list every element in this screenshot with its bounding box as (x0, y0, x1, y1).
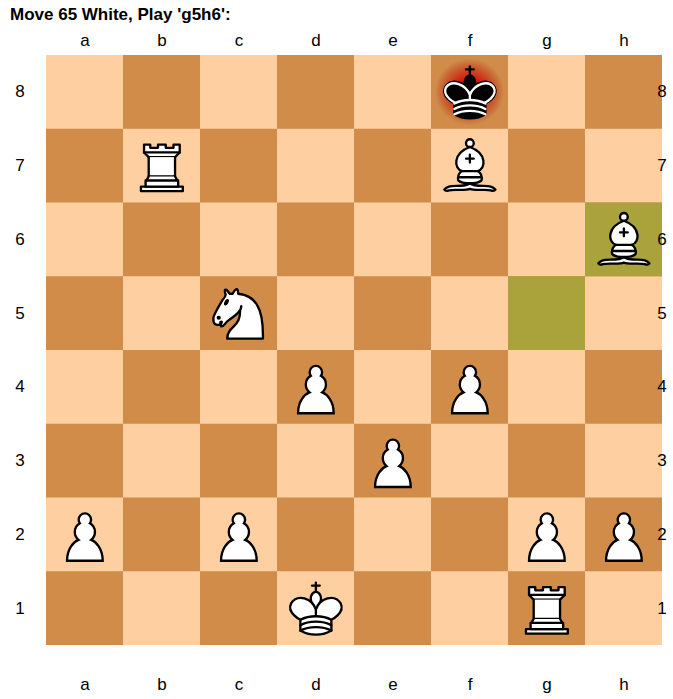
rank-label: 3 (652, 452, 672, 469)
file-label: g (537, 32, 557, 49)
rank-label: 3 (10, 452, 30, 469)
rank-label: 8 (10, 83, 30, 100)
rank-label: 6 (10, 231, 30, 248)
rank-label: 7 (10, 157, 30, 174)
file-label: a (75, 676, 95, 693)
rank-label: 5 (10, 305, 30, 322)
file-label: f (460, 32, 480, 49)
diagram-title: Move 65 White, Play 'g5h6': (10, 6, 231, 23)
rank-label: 8 (652, 83, 672, 100)
rank-label: 1 (652, 600, 672, 617)
rank-label: 4 (652, 378, 672, 395)
rank-label: 6 (652, 231, 672, 248)
file-label: e (383, 32, 403, 49)
rank-label: 5 (652, 305, 672, 322)
file-label: a (75, 32, 95, 49)
file-label: b (152, 676, 172, 693)
rank-label: 2 (652, 526, 672, 543)
rank-label: 4 (10, 378, 30, 395)
file-label: c (229, 32, 249, 49)
file-label: d (306, 32, 326, 49)
file-label: c (229, 676, 249, 693)
file-label: f (460, 676, 480, 693)
file-label: e (383, 676, 403, 693)
file-label: b (152, 32, 172, 49)
rank-label: 7 (652, 157, 672, 174)
file-label: g (537, 676, 557, 693)
rank-label: 2 (10, 526, 30, 543)
file-label: h (614, 676, 634, 693)
file-label: h (614, 32, 634, 49)
rank-label: 1 (10, 600, 30, 617)
file-label: d (306, 676, 326, 693)
